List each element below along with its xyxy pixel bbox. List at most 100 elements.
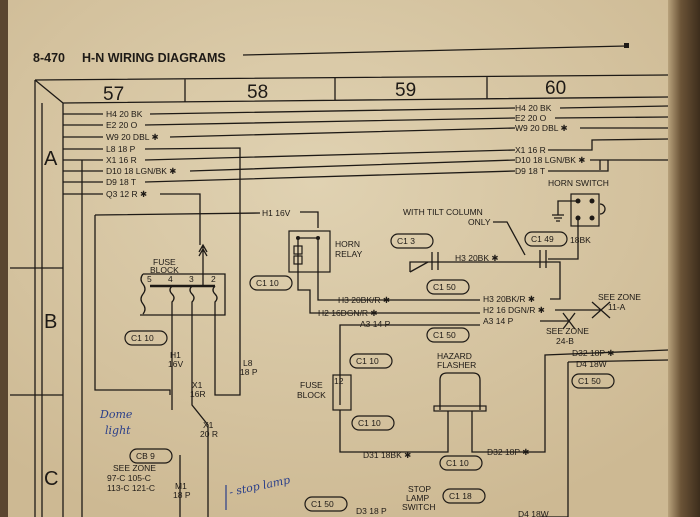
wire-w9-right: W9 20 DBL ✱ xyxy=(515,123,568,133)
fuse-pin-3: 3 xyxy=(189,274,194,284)
wire-h4-left: H4 20 BK xyxy=(106,109,143,119)
wire-x1-16r-label2: 16R xyxy=(190,389,206,399)
zone-60: 60 xyxy=(545,78,566,99)
fuse-block-1-label: FUSE xyxy=(153,257,176,267)
page-number: 8-470 xyxy=(33,51,65,65)
connector-cb-9-label: CB 9 xyxy=(136,451,155,461)
wire-h1-label: H1 xyxy=(170,350,181,360)
wire-a3-right: A3 14 P xyxy=(483,316,514,326)
fuse-pin-2: 2 xyxy=(211,274,216,284)
connector-c1-50-a-label: C1 50 xyxy=(433,282,456,292)
wire-d32-right: D32 18P ✱ xyxy=(572,348,614,358)
wire-e2-left: E2 20 O xyxy=(106,120,138,130)
wire-h4-right: H4 20 BK xyxy=(515,103,552,113)
wire-h2-right: H2 16 DGN/R ✱ xyxy=(483,305,545,315)
connector-c1-50-d xyxy=(304,496,348,512)
horn-relay xyxy=(288,230,480,314)
connector-c1-10-b xyxy=(249,275,293,291)
wire-h3-left: H3 20BK/R ✱ xyxy=(338,295,390,305)
fuse-block-2-label: FUSE xyxy=(300,380,323,390)
wire-d4-low: D4 18W xyxy=(518,509,549,517)
wire-h2-left: H2 16DGN/R ✱ xyxy=(318,308,378,318)
connector-c1-49-label: C1 49 xyxy=(531,234,554,244)
see-zone-24b: SEE ZONE xyxy=(546,326,589,336)
stop-lamp-label2: LAMP xyxy=(406,493,429,503)
wire-d10-right: D10 18 LGN/BK ✱ xyxy=(515,155,585,165)
zone-grid xyxy=(10,74,669,517)
horn-relay-label2: RELAY xyxy=(335,249,363,259)
row-c: C xyxy=(44,468,58,490)
row-b: B xyxy=(44,311,57,333)
hazard-flasher xyxy=(339,349,669,517)
wire-crossouts xyxy=(409,261,611,330)
connector-c1-10-d xyxy=(351,415,395,431)
connector-c1-50-a xyxy=(426,279,470,295)
tilt-note-2: ONLY xyxy=(468,217,491,227)
wire-d31: D31 18BK ✱ xyxy=(363,450,411,460)
handwritten-dome: Dome xyxy=(99,408,133,421)
wire-x1-left: X1 16 R xyxy=(106,155,137,165)
wire-h3-right: H3 20BK/R ✱ xyxy=(483,294,535,304)
fuse-block-2-pin: 12 xyxy=(334,376,344,386)
fuse-block-1 xyxy=(140,243,241,517)
connector-c1-10-a-label: C1 10 xyxy=(131,333,154,343)
hazard-flasher-label2: FLASHER xyxy=(437,360,476,370)
connector-c1-10-e-label: C1 10 xyxy=(446,458,469,468)
connector-c1-10-d-label: C1 10 xyxy=(358,418,381,428)
wire-l8-left: L8 18 P xyxy=(106,144,136,154)
wire-w9-left: W9 20 DBL ✱ xyxy=(106,132,159,142)
wire-d4-right: D4 18W xyxy=(576,359,607,369)
connector-c1-3 xyxy=(390,233,434,249)
stop-lamp-label: STOP xyxy=(408,484,431,494)
see-zone-c-2: 97-C 105-C xyxy=(107,473,151,483)
bus-wires xyxy=(63,105,669,517)
zone-58: 58 xyxy=(247,82,268,103)
zone-57: 57 xyxy=(103,84,124,105)
wire-e2-right: E2 20 O xyxy=(515,113,547,123)
tilt-note: WITH TILT COLUMN xyxy=(403,207,483,217)
hazard-flasher-label: HAZARD xyxy=(437,351,472,361)
wire-l8-label2: 18 P xyxy=(240,367,258,377)
see-zone-c-3: 113-C 121-C xyxy=(107,483,155,493)
see-zone-11a: SEE ZONE xyxy=(598,292,641,302)
wire-x1-16r-label: X1 xyxy=(192,380,203,390)
horn-switch xyxy=(552,193,606,227)
wire-h1-label2: 16V xyxy=(168,359,183,369)
fuse-pin-4: 4 xyxy=(168,274,173,284)
connector-c1-50-c-label: C1 50 xyxy=(578,376,601,386)
title-rule xyxy=(242,45,627,56)
connector-c1-18-label: C1 18 xyxy=(449,491,472,501)
fuse-pin-5: 5 xyxy=(147,274,152,284)
wire-x1-20r-label2: 20 R xyxy=(200,429,218,439)
connector-c1-10-c xyxy=(349,353,393,369)
left-edge xyxy=(0,0,8,517)
wire-d9-right: D9 18 T xyxy=(515,166,545,176)
fuse-block-2 xyxy=(332,374,352,411)
see-zone-11a-2: 11-A xyxy=(608,302,626,312)
page-title: H-N WIRING DIAGRAMS xyxy=(82,51,226,65)
connector-c1-18 xyxy=(442,488,486,504)
connector-c1-50-d-label: C1 50 xyxy=(311,499,334,509)
connector-c1-3-label: C1 3 xyxy=(397,236,415,246)
wire-m1-label2: 18 P xyxy=(173,490,191,500)
zone-59: 59 xyxy=(395,80,416,101)
wire-h3-tilt: H3 20BK ✱ xyxy=(455,253,499,263)
wire-d9-left: D9 18 T xyxy=(106,177,136,187)
connector-c1-50-b-label: C1 50 xyxy=(433,330,456,340)
wire-d10-left: D10 18 LGN/BK ✱ xyxy=(106,166,176,176)
tilt-leader xyxy=(493,221,526,256)
see-zone-24b-2: 24-B xyxy=(556,336,574,346)
wire-x1-20r-label: X1 xyxy=(203,420,214,430)
binder-edge xyxy=(668,0,700,517)
wire-q3-left: Q3 12 R ✱ xyxy=(106,189,147,199)
wire-x1-right: X1 16 R xyxy=(515,145,546,155)
connector-c1-50-b xyxy=(426,327,470,343)
connector-cb-9 xyxy=(129,448,173,464)
wire-h1-16v-top: H1 16V xyxy=(262,208,291,218)
horn-relay-label: HORN xyxy=(335,239,360,249)
connector-c1-10-e xyxy=(439,455,483,471)
see-zone-c: SEE ZONE xyxy=(113,463,156,473)
fuse-block-1-label2: BLOCK xyxy=(150,265,179,275)
